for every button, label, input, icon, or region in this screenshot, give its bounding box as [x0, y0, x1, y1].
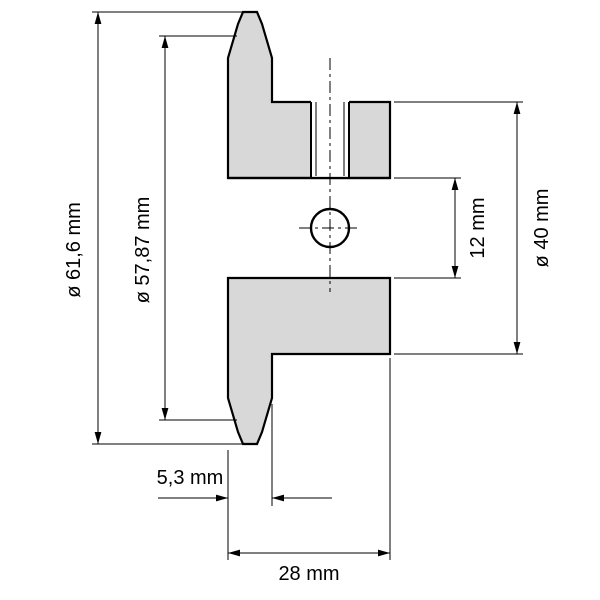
dim-bore: 12 mm — [394, 177, 489, 279]
dim-plate-width: 5,3 mm — [157, 404, 332, 560]
arrowhead-down — [161, 408, 169, 420]
dim-outer-diameter: ø 61,6 mm — [63, 11, 244, 445]
arrowhead-down — [513, 342, 521, 354]
dimension-label: ø 61,6 mm — [63, 202, 85, 298]
dimension-label: ø 40 mm — [531, 189, 553, 268]
sprocket-upper-section — [226, 10, 392, 180]
arrowhead-down — [451, 266, 459, 278]
sprocket-lower-section — [226, 276, 392, 446]
dimension-label: ø 57,87 mm — [132, 197, 154, 304]
dim-overall-width: 28 mm — [228, 358, 391, 585]
arrowhead-down — [94, 432, 102, 444]
arrowhead-up — [451, 178, 459, 190]
dimension-label: 28 mm — [278, 563, 339, 585]
arrowhead-left — [272, 494, 284, 502]
sprocket-section — [226, 10, 392, 446]
arrowhead-up — [161, 36, 169, 48]
arrowhead-right — [216, 494, 228, 502]
dim-hub-diameter: ø 40 mm — [394, 101, 553, 355]
arrowhead-left — [228, 549, 240, 557]
dim-pitch-diameter: ø 57,87 mm — [132, 35, 237, 421]
arrowhead-up — [513, 102, 521, 114]
arrowhead-right — [378, 549, 390, 557]
dimension-label: 5,3 mm — [157, 467, 224, 489]
arrowhead-up — [94, 12, 102, 24]
dimension-label: 12 mm — [467, 197, 489, 258]
